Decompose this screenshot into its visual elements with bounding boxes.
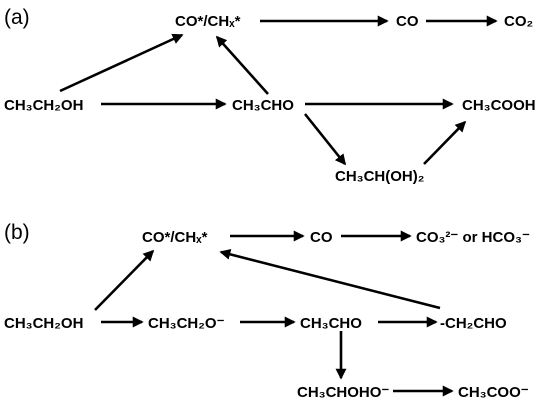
panel-a-label: (a) bbox=[4, 6, 30, 29]
arrow-acetaldehyde-to-cochx-a bbox=[215, 35, 269, 95]
node-co2-a: CO₂ bbox=[504, 13, 533, 30]
node-co-chx-a: CO*/CHₓ* bbox=[175, 13, 241, 30]
panel-b: (b) CO*/CHₓ* CO CO₃²⁻ or HCO₃⁻ CH₃CH₂OH … bbox=[4, 221, 530, 401]
node-ethanol-b: CH₃CH₂OH bbox=[4, 315, 83, 332]
node-acetic-acid-a: CH₃COOH bbox=[462, 97, 536, 114]
arrow-ethanol-to-cochx-a bbox=[59, 33, 184, 93]
node-carbonate-b: CO₃²⁻ or HCO₃⁻ bbox=[416, 229, 530, 246]
node-enolate-b: -CH₂CHO bbox=[440, 315, 507, 332]
node-acetate-b: CH₃COO⁻ bbox=[458, 384, 529, 401]
node-ethanol-a: CH₃CH₂OH bbox=[4, 97, 83, 114]
node-co-b: CO bbox=[310, 229, 333, 246]
panel-a: (a) CO*/CHₓ* CO CO₂ CH₃CH₂OH CH₃CHO CH₃C… bbox=[4, 6, 536, 185]
node-acetaldehyde-a: CH₃CHO bbox=[232, 97, 294, 114]
node-gem-diol-a: CH₃CH(OH)₂ bbox=[335, 168, 424, 185]
node-hemiacetal-anion-b: CH₃CHOHO⁻ bbox=[297, 384, 389, 401]
arrow-ethanol-to-cochx-b bbox=[94, 249, 155, 311]
node-co-chx-b: CO*/CHₓ* bbox=[142, 229, 208, 246]
panel-b-label: (b) bbox=[4, 221, 30, 244]
node-co-a: CO bbox=[396, 13, 419, 30]
arrow-acetaldehyde-to-gemdiol-a bbox=[303, 113, 347, 166]
arrow-gemdiol-to-acetic-a bbox=[423, 120, 467, 165]
node-acetaldehyde-b: CH₃CHO bbox=[300, 315, 362, 332]
arrow-enolate-to-cochx-b bbox=[219, 249, 441, 310]
node-ethoxide-b: CH₃CH₂O⁻ bbox=[148, 315, 225, 332]
